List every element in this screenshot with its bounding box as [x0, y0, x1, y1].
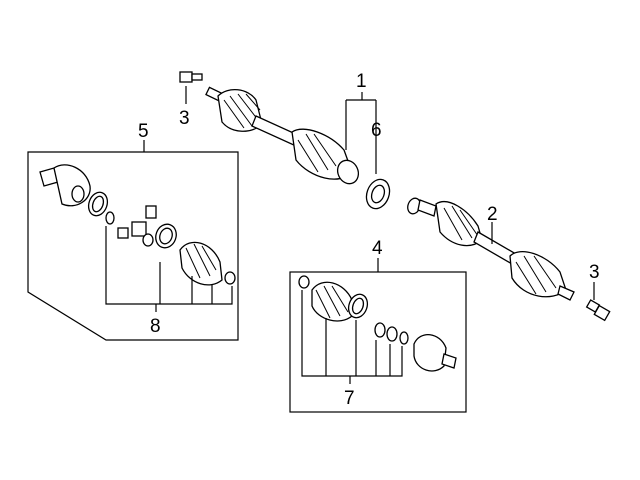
outboard-leader-lines	[105, 226, 233, 312]
outboard-joint-parts	[39, 164, 236, 286]
callout-axle-left: 1	[356, 71, 367, 92]
callout-axle-right: 2	[487, 204, 498, 225]
callout-kit-inboard-box: 4	[372, 238, 383, 259]
inboard-joint-parts	[298, 275, 457, 372]
bolt-right	[585, 299, 611, 322]
outboard-kit-box	[27, 151, 239, 341]
callout-kit-outboard-box: 5	[138, 121, 149, 142]
callout-bolt-right: 3	[589, 262, 600, 283]
callout-inboard-kit-parts: 7	[344, 388, 355, 409]
callout-bolt-top: 3	[179, 108, 190, 129]
callout-outboard-kit-parts: 8	[150, 316, 161, 337]
callout-leaders	[143, 86, 595, 300]
bolt-top	[179, 71, 203, 83]
callout-seal: 6	[371, 120, 382, 141]
right-axle-shaft	[407, 197, 575, 301]
left-axle-shaft	[205, 86, 360, 185]
inboard-leader-lines	[301, 290, 403, 384]
seal-ring	[365, 178, 391, 210]
